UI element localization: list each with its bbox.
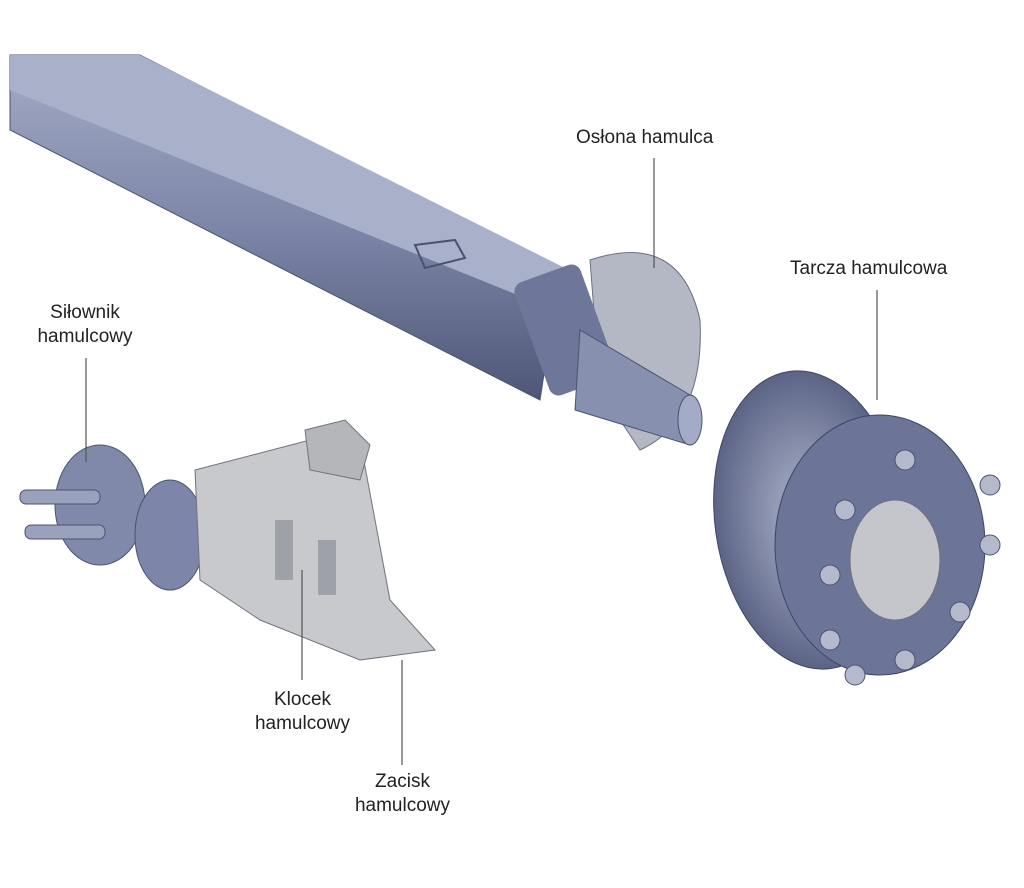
label-line: Klocek [273, 689, 332, 710]
axle-beam [9, 54, 565, 401]
label-line: hamulcowy [254, 713, 351, 734]
brake-caliper [194, 419, 437, 661]
label-brake-pad: Klocek hamulcowy [245, 688, 360, 736]
axle-spindle [514, 264, 703, 446]
label-brake-shield: Osłona hamulca [576, 127, 714, 148]
leader-lines [85, 158, 878, 765]
label-brake-caliper: Zacisk hamulcowy [345, 770, 460, 818]
label-line: hamulcowy [354, 795, 451, 816]
brake-disc [713, 370, 1001, 686]
label-line: Zacisk [375, 771, 430, 792]
brake-chamber [19, 444, 206, 591]
label-line: hamulcowy [37, 326, 133, 347]
label-brake-chamber: Siłownik hamulcowy [30, 301, 140, 349]
label-line: Siłownik [50, 302, 120, 323]
label-brake-disc: Tarcza hamulcowa [790, 258, 948, 279]
